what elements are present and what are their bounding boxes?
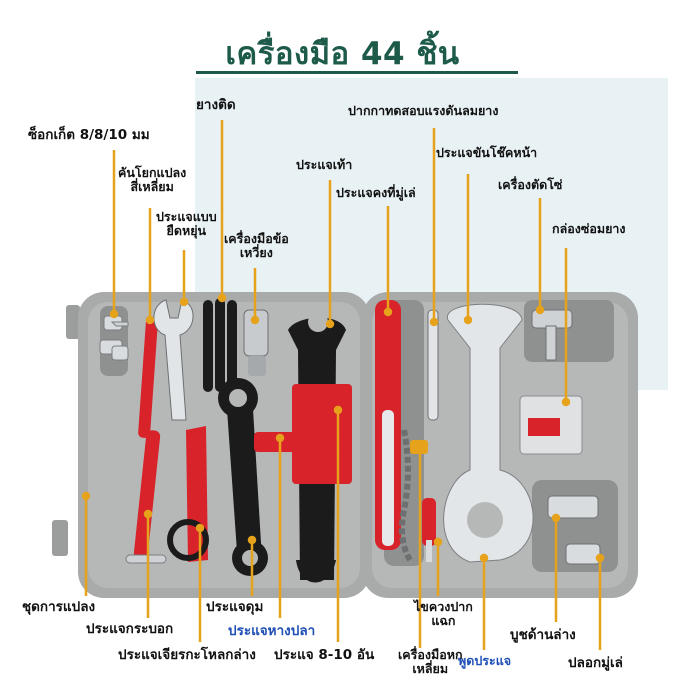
label-tire-lever: ยางติด: [196, 97, 236, 113]
tire-lever-1: [203, 300, 213, 392]
label-conversion: ชุดการแปลง: [22, 599, 96, 615]
cone-wrench: [226, 392, 262, 566]
label-screwdriver: ไขควงปาก แฉก: [414, 599, 473, 629]
label-hex-key: คันโยกแปลง สี่เหลี่ยม: [118, 165, 187, 195]
label-socket: ซ็อกเก็ต 8/8/10 มม: [28, 127, 150, 143]
headset-wrench: [443, 303, 534, 563]
label-headset: ประแจขันโช๊คหน้า: [436, 145, 538, 160]
socket-3: [111, 345, 129, 361]
tools-right: [375, 300, 601, 565]
tire-lever-2: [215, 298, 225, 392]
freewheel-remover: [565, 543, 601, 565]
label-adjustable-line2: ยืดหยุ่น: [166, 223, 207, 239]
hex-key: [110, 321, 129, 327]
label-joint-line2: เหวี่ยง: [239, 245, 273, 261]
label-patch-kit: กล่องซ่อมยาง: [552, 221, 626, 236]
label-cone-wrench: ประแจดุม: [206, 599, 264, 615]
label-fishtail: ประแจหางปลา: [228, 623, 316, 639]
bb-cup: [547, 495, 599, 519]
label-spanners: ประแจ 8-10 อัน: [274, 647, 375, 663]
title-underline: [196, 71, 518, 74]
label-joint-line1: เครื่องมือข้อ: [224, 231, 289, 246]
label-freewheel: ปลอกมู่เล่: [568, 655, 623, 671]
label-bb-cup: บูชด้านล่าง: [510, 627, 576, 643]
pressure-gauge: [427, 309, 439, 421]
page-title: เครื่องมือ 44 ชิ้น: [225, 36, 460, 72]
label-hex-tool-line1: เครื่องมือหก: [398, 647, 463, 662]
hinge-bottom: [52, 520, 68, 556]
label-gauge: ปากกาทดสอบแรงดันลมยาง: [348, 103, 499, 118]
label-adjustable: ประแจแบบ ยืดหยุ่น: [156, 209, 217, 239]
tube-wrench: [133, 430, 161, 560]
label-tube-wrench: ประแจกระบอก: [86, 621, 174, 637]
label-screwdriver-line2: แฉก: [431, 613, 456, 629]
label-hex-key-line2: สี่เหลี่ยม: [130, 179, 174, 195]
label-chain-whip: ประแจคงที่มู่เล่: [336, 185, 416, 200]
conversion-handle: [138, 318, 158, 438]
label-joint: เครื่องมือข้อ เหวี่ยง: [224, 231, 289, 261]
label-chain-breaker: เครื่องตัดโซ่: [498, 177, 563, 192]
label-screwdriver-line1: ไขควงปาก: [414, 599, 473, 614]
leader-lines: [81, 120, 605, 650]
label-hex-tool: เครื่องมือหก เหลี่ยม: [398, 647, 463, 677]
label-hex-key-line1: คันโยกแปลง: [118, 165, 187, 180]
label-pedal-wrench: ประแจเท้า: [296, 157, 353, 172]
label-hex-tool-line2: เหลี่ยม: [412, 661, 449, 677]
screwdriver: [422, 498, 436, 546]
hinge-top: [66, 305, 80, 339]
label-spoke-wrench: พูดประแจ: [458, 653, 512, 668]
label-crank-puller: ประแจเจียรกะโหลกล่าง: [118, 647, 256, 663]
tire-lever-3: [227, 300, 237, 390]
label-adjustable-line1: ประแจแบบ: [156, 209, 217, 224]
chain: [399, 429, 413, 562]
